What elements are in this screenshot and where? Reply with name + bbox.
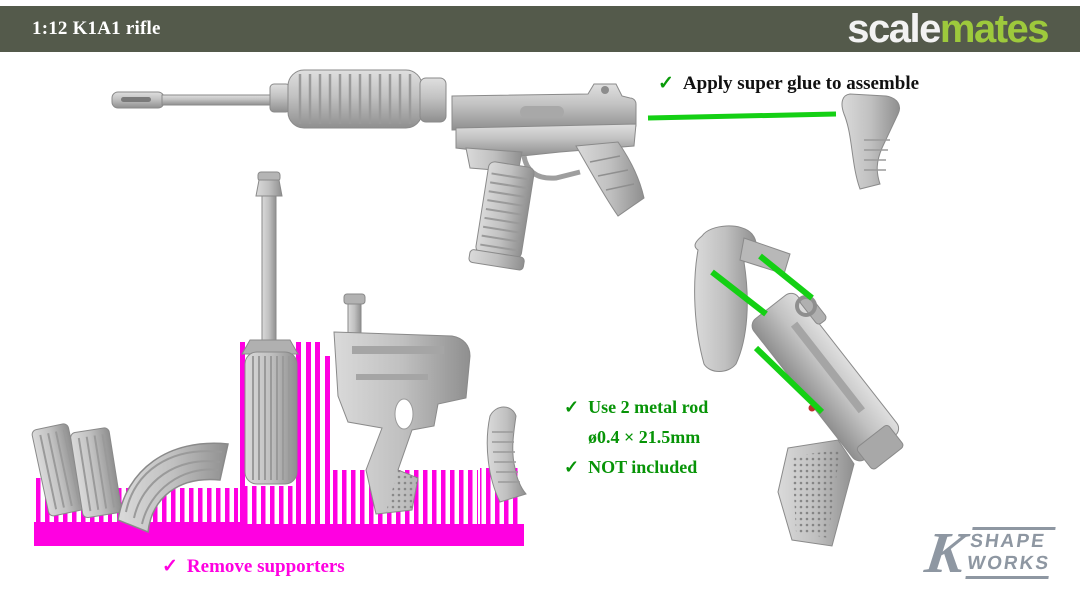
rod-instruction-line1: ✓ Use 2 metal rod: [564, 392, 708, 422]
brand-mates-text: mates: [939, 7, 1050, 51]
page-title: 1:12 K1A1 rifle: [32, 18, 161, 39]
glue-line: [647, 111, 837, 121]
small-grip-part-render: [486, 406, 527, 503]
shapeworks-k-mark: K: [921, 520, 970, 585]
rod-instruction: ✓ Use 2 metal rod ø0.4 × 21.5mm ✓ NOT incl…: [564, 392, 708, 482]
glue-instruction: ✓ Apply super glue to assemble: [658, 72, 919, 95]
check-icon: ✓: [564, 457, 580, 477]
rod-line3-text: NOT included: [588, 457, 698, 477]
rod-instruction-line3: ✓ NOT included: [564, 452, 708, 482]
magazine-render: [468, 161, 535, 271]
shapeworks-wordmark: SHAPE WORKS: [965, 527, 1056, 579]
header-bar: 1:12 K1A1 rifle scalemates: [0, 6, 1080, 52]
rod-instruction-line2: ø0.4 × 21.5mm: [564, 422, 708, 452]
receiver-grip-render: [451, 83, 645, 217]
rod-line1-text: Use 2 metal rod: [588, 397, 709, 417]
curved-magazine-render: [117, 442, 229, 534]
shapeworks-logo: K SHAPE WORKS: [921, 520, 1056, 585]
check-icon: ✓: [162, 556, 178, 577]
barrel-foregrip-render: [241, 171, 299, 485]
straight-magazines-render: [31, 423, 122, 519]
shapeworks-line2: WORKS: [965, 553, 1052, 579]
folded-assembly-render: [694, 225, 904, 547]
check-icon: ✓: [658, 73, 674, 94]
brand-scale-text: scale: [847, 7, 941, 51]
stock-render: [841, 93, 900, 190]
glue-instruction-text: Apply super glue to assemble: [682, 73, 920, 94]
receiver-side-render: [333, 293, 471, 515]
check-icon: ✓: [564, 397, 580, 417]
barrel-upper-render: [111, 69, 447, 129]
remove-supports-instruction: ✓ Remove supporters: [162, 555, 345, 578]
remove-supports-text: Remove supporters: [186, 556, 345, 577]
rod-line2-text: ø0.4 × 21.5mm: [588, 427, 701, 447]
shapeworks-line1: SHAPE: [969, 527, 1056, 553]
scalemates-logo: scalemates: [847, 7, 1050, 51]
